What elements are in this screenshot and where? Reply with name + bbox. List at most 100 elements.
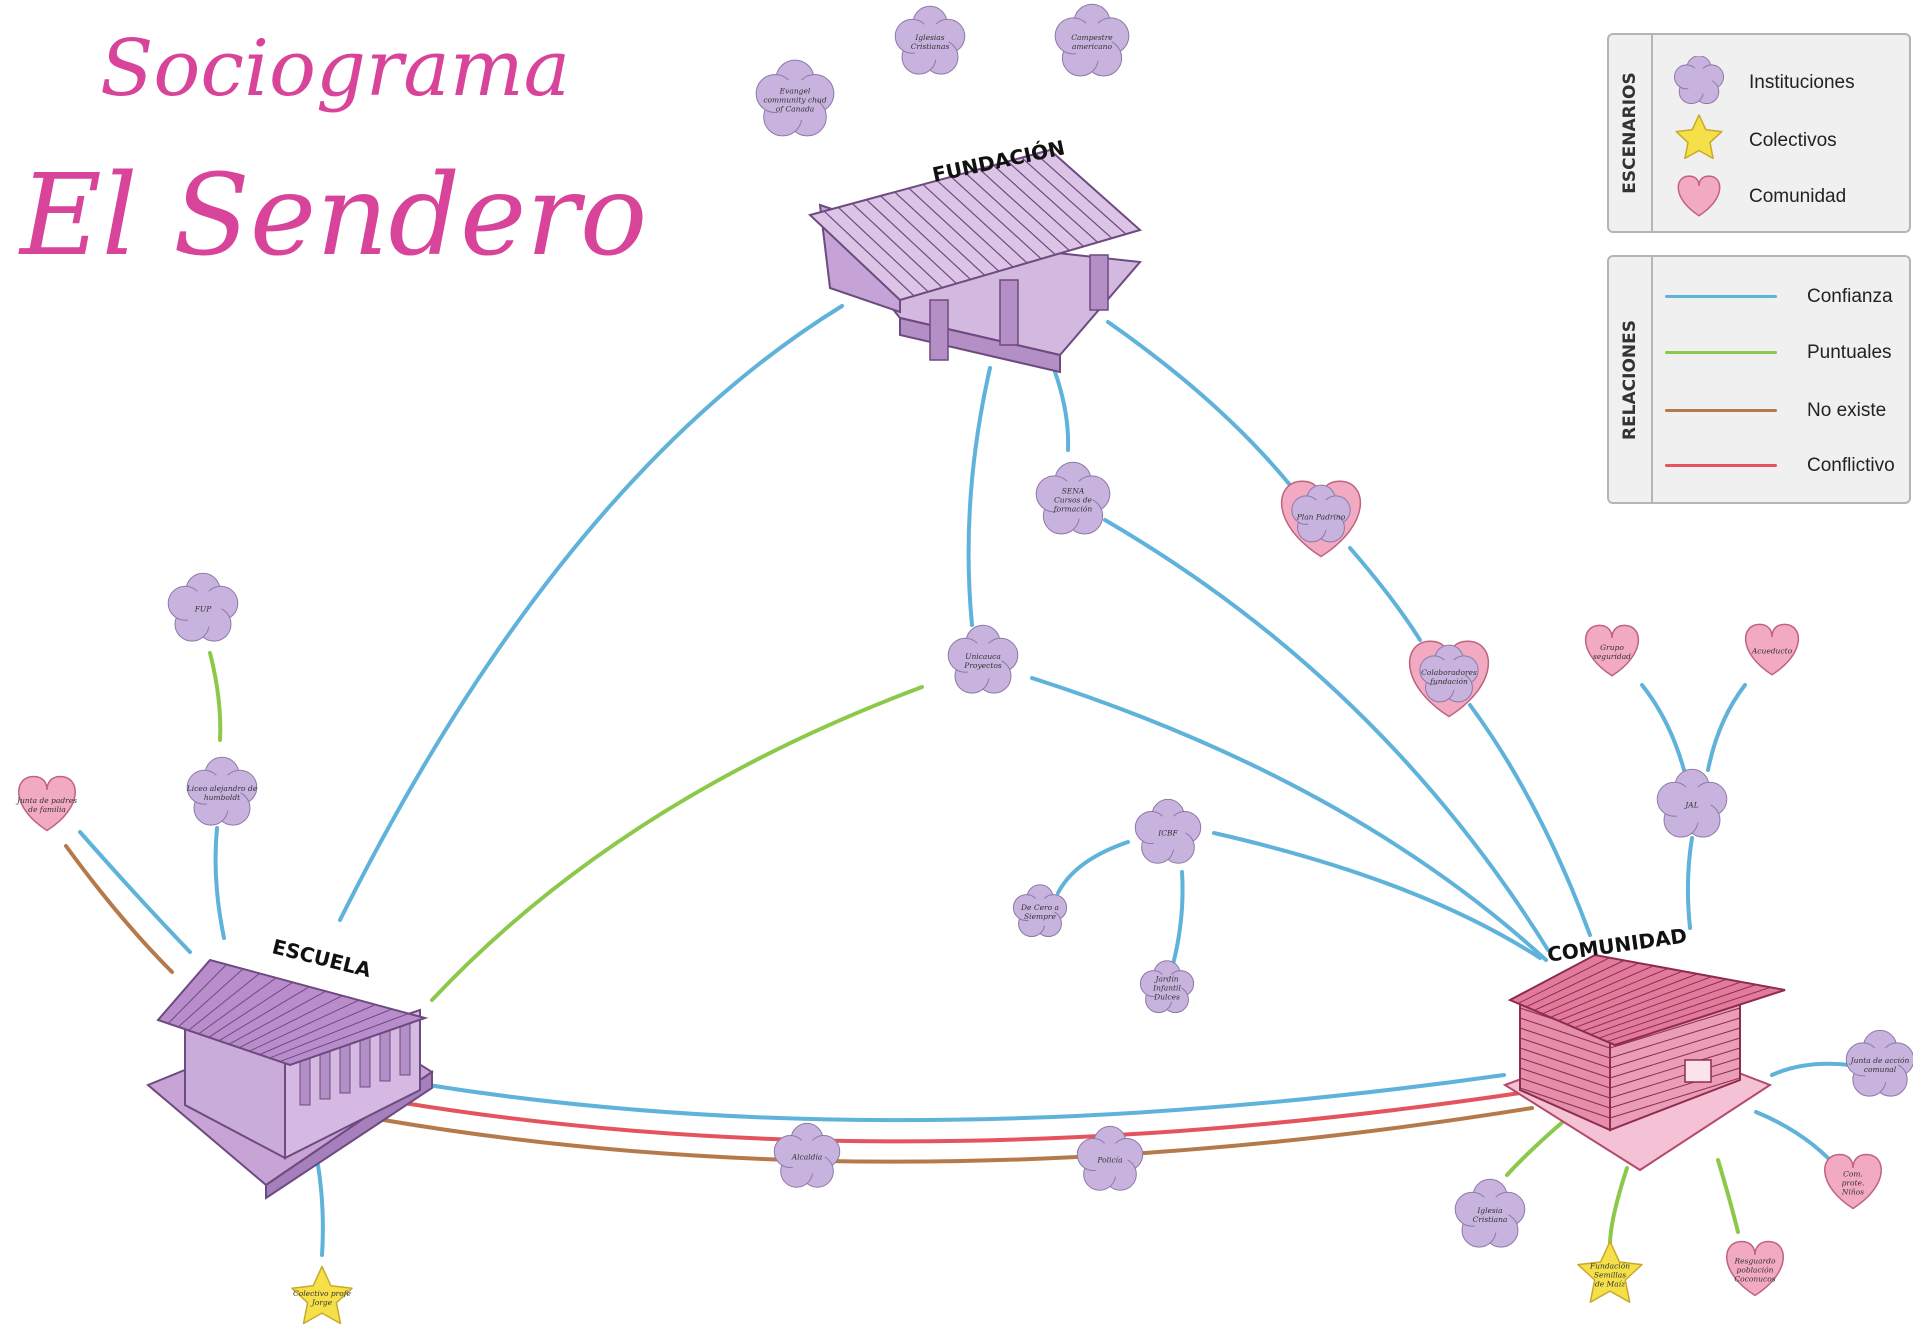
node-acueducto: Acueducto	[1745, 623, 1799, 676]
legend-item-no-existe: No existe	[1651, 388, 1909, 432]
legend-relaciones: RELACIONES Confianza Puntuales No existe…	[1607, 255, 1911, 504]
edge-punt-comunidad-resguardo	[1716, 1158, 1740, 1234]
node-policia: Policía	[1076, 1125, 1144, 1191]
node-com-prote-ninos: Com.prote.Niños	[1824, 1153, 1882, 1210]
node-label-line: Resguardo	[1734, 1257, 1776, 1266]
page-subtitle: El Sendero	[20, 151, 648, 281]
node-alcaldia: Alcaldía	[773, 1122, 841, 1188]
legend-escenarios-heading: ESCENARIOS	[1620, 72, 1640, 194]
legend-line-puntuales	[1665, 351, 1777, 354]
edge-conf-fup-liceo	[208, 651, 223, 742]
legend-label: Confianza	[1807, 286, 1893, 307]
node-label-line: SENA	[1062, 487, 1085, 496]
comunidad-building	[1502, 953, 1786, 1172]
edge-conf-jal-acueducto	[1706, 683, 1747, 772]
legend-item-puntuales: Puntuales	[1651, 330, 1909, 374]
legend-label: Conflictivo	[1807, 455, 1895, 476]
node-label-line: Liceo alejandro de	[186, 784, 258, 793]
node-label-line: Coconucos	[1734, 1275, 1775, 1284]
node-label-line: Iglesia	[1476, 1206, 1502, 1215]
edge-conf-icbf-comunidad	[1212, 831, 1542, 960]
edge-conf-plan-colab	[1348, 546, 1422, 642]
node-label-line: Plan Padrino	[1296, 513, 1346, 522]
edge-conf-jal-grupo	[1640, 683, 1686, 772]
edge-punt-comunidad-iglesia	[1505, 1118, 1567, 1177]
node-fup: FUP	[167, 572, 239, 642]
node-label-line: de Maíz	[1595, 1280, 1625, 1289]
edge-conf-junta-escuela	[78, 830, 192, 954]
node-label-line: Fundación	[1589, 1262, 1630, 1271]
node-label-line: JAL	[1683, 801, 1698, 810]
actor-nodes: IglesiasCristianasCampestreamericanoEvan…	[15, 3, 1913, 1325]
legend-item-instituciones: Instituciones	[1651, 56, 1909, 105]
legend-line-conflictivo	[1665, 464, 1777, 467]
node-label-line: community chud	[763, 96, 826, 105]
legend-item-comunidad: Comunidad	[1651, 174, 1909, 218]
legend-relaciones-heading-box: RELACIONES	[1609, 257, 1653, 502]
edge-conf-sena-comunidad	[1103, 518, 1550, 952]
edge-conf-liceo-escuela	[213, 826, 226, 940]
node-label-line: ICBF	[1157, 829, 1178, 838]
node-label-line: of Canada	[776, 105, 814, 114]
node-label-line: Alcaldía	[791, 1153, 823, 1162]
legend-relaciones-heading: RELACIONES	[1620, 319, 1640, 440]
edge-noex-junta-escuela	[64, 844, 174, 974]
edge-punt-comunidad-semillas	[1608, 1166, 1629, 1247]
legend-item-colectivos: Colectivos	[1651, 114, 1909, 162]
node-label-line: Colectivo profe	[293, 1289, 352, 1298]
node-label-line: Campestre	[1071, 33, 1113, 42]
node-label-line: fundación	[1429, 677, 1468, 686]
star-icon	[1675, 114, 1723, 160]
node-label-line: Unicauca	[965, 652, 1001, 661]
node-label-line: población	[1737, 1266, 1774, 1275]
edge-conf-fund-unicauca	[966, 366, 992, 627]
node-label-line: Infantil	[1152, 984, 1181, 993]
node-label-line: Com.	[1843, 1170, 1863, 1179]
legend-label: Colectivos	[1749, 130, 1837, 151]
edge-conf-escuela-profe	[316, 1163, 325, 1257]
edge-conf-escuela-comunidad-2	[396, 1091, 1522, 1144]
node-label-line: Evangel	[779, 87, 811, 96]
legend-label: Comunidad	[1749, 186, 1847, 207]
node-label-line: Niños	[1841, 1188, 1864, 1197]
edge-conf-escuela-comunidad	[426, 1073, 1506, 1123]
node-label-line: Semillas	[1594, 1271, 1626, 1280]
node-label-line: prote.	[1842, 1179, 1865, 1188]
node-label-line: Grupo	[1600, 643, 1624, 652]
legend-escenarios: ESCENARIOS Instituciones Colectivos Comu…	[1607, 33, 1911, 233]
edge-conf-unicauca-comunidad	[1030, 676, 1548, 962]
node-label-line: Proyectos	[963, 661, 1002, 670]
node-label-line: Cristiana	[1473, 1215, 1508, 1224]
edge-conf-escuela-comunidad-3	[370, 1106, 1534, 1164]
edge-punt-unicauca-escuela	[430, 685, 924, 1002]
edge-conf-fund-escuela	[338, 304, 844, 922]
legend-label: Instituciones	[1749, 72, 1855, 93]
node-label-line: seguridad	[1593, 652, 1631, 661]
node-label-line: de familia	[28, 805, 66, 814]
node-label-line: americano	[1072, 42, 1113, 51]
node-label-line: Junta de padres	[15, 796, 77, 805]
node-label-line: Acueducto	[1751, 647, 1793, 656]
node-label-line: Dulces	[1153, 993, 1180, 1002]
heart-icon	[1677, 175, 1721, 217]
legend-line-no-existe	[1665, 409, 1777, 412]
node-label-line: Colaboradores	[1421, 668, 1477, 677]
escuela-label: ESCUELA	[270, 934, 374, 982]
node-label-line: Iglesias	[914, 33, 944, 42]
legend-line-confianza	[1665, 295, 1777, 298]
flower-icon	[1673, 56, 1725, 105]
edge-conf-icbf-jardin	[1170, 870, 1185, 970]
node-label-line: Jorge	[310, 1298, 333, 1307]
